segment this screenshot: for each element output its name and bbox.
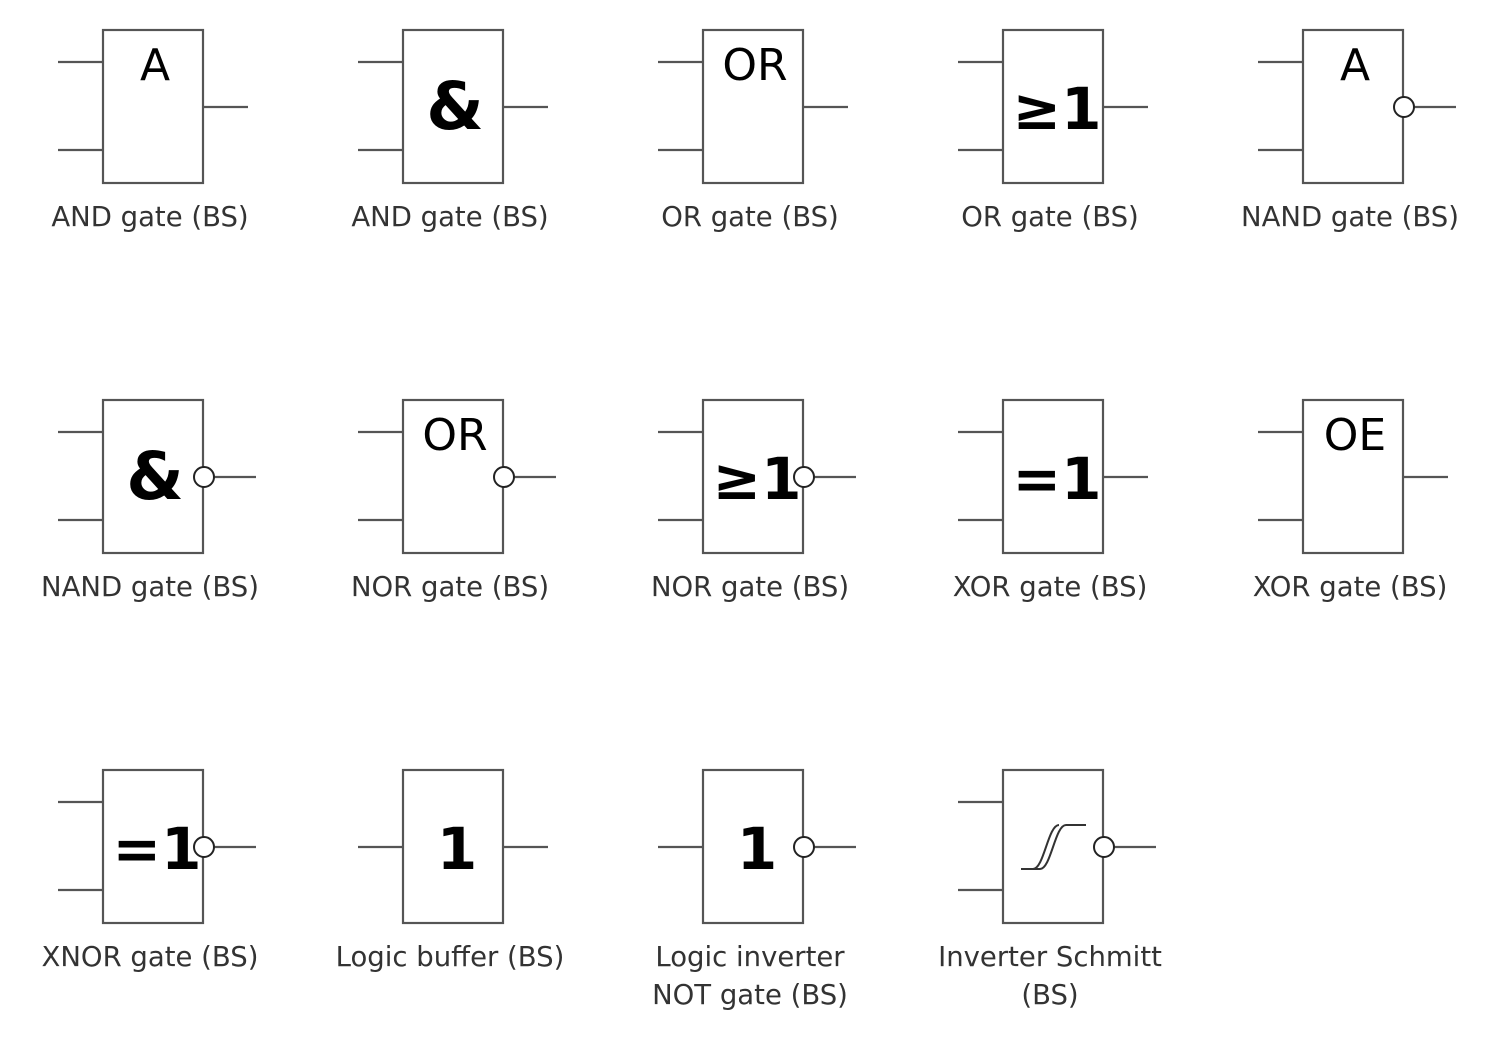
gate-symbol-and-gate-bs-letter[interactable]: A (0, 0, 300, 200)
symbol-caption: OR gate (BS) (961, 201, 1139, 233)
symbol-caption: Inverter Schmitt (BS) (938, 941, 1162, 1011)
gate-glyph: & (126, 438, 184, 515)
gate-body (101, 768, 205, 925)
schmitt-hysteresis-icon (1021, 824, 1086, 870)
gate-body (1001, 398, 1105, 555)
gate-body (401, 28, 505, 185)
inversion-bubble-icon (193, 836, 215, 858)
inversion-bubble-icon (793, 836, 815, 858)
inversion-bubble-icon (793, 466, 815, 488)
gate-glyph: 1 (437, 815, 477, 883)
symbol-caption: NAND gate (BS) (41, 571, 259, 603)
gate-symbol-or-gate-bs-letters[interactable]: OR (600, 0, 900, 200)
symbol-cell-and-gate-bs-ampersand[interactable]: & AND gate (BS) (300, 0, 600, 370)
gate-glyph: =1 (1013, 445, 1102, 513)
gate-glyph: 1 (737, 815, 777, 883)
gate-symbol-nand-gate-bs-letter[interactable]: A (1200, 0, 1500, 200)
gate-symbol-logic-inverter-not-gate-bs[interactable]: 1 (600, 740, 900, 940)
gate-glyph: ≥1 (1013, 75, 1102, 143)
gate-body (101, 398, 205, 555)
gate-symbol-xnor-gate-bs-eq1[interactable]: =1 (0, 740, 300, 940)
gate-symbol-and-gate-bs-ampersand[interactable]: & (300, 0, 600, 200)
gate-body (701, 398, 805, 555)
symbol-caption: NAND gate (BS) (1241, 201, 1459, 233)
symbol-caption: NOR gate (BS) (650, 571, 850, 603)
symbol-caption: AND gate (BS) (351, 201, 549, 233)
gate-body (1001, 28, 1105, 185)
symbol-caption: XNOR gate (BS) (41, 941, 259, 973)
symbol-caption: Logic inverter NOT gate (BS) (652, 941, 848, 1011)
inversion-bubble-icon (493, 466, 515, 488)
gate-glyph: OR (422, 410, 487, 461)
gate-symbol-nor-gate-bs-ge1[interactable]: ≥1 (600, 370, 900, 570)
gate-symbol-inverter-schmitt-bs[interactable] (900, 740, 1200, 940)
symbol-cell-inverter-schmitt-bs[interactable]: Inverter Schmitt (BS) (900, 740, 1200, 1047)
symbol-cell-xor-gate-bs-oe[interactable]: OE XOR gate (BS) (1200, 370, 1500, 740)
gate-symbol-nor-gate-bs-letters[interactable]: OR (300, 370, 600, 570)
symbol-caption: AND gate (BS) (51, 201, 249, 233)
symbol-cell-or-gate-bs-ge1[interactable]: ≥1 OR gate (BS) (900, 0, 1200, 370)
symbol-cell-nor-gate-bs-letters[interactable]: OR NOR gate (BS) (300, 370, 600, 740)
symbol-cell-nand-gate-bs-letter[interactable]: A NAND gate (BS) (1200, 0, 1500, 370)
gate-symbol-xor-gate-bs-eq1[interactable]: =1 (900, 370, 1200, 570)
gate-body (101, 28, 205, 185)
symbol-cell-or-gate-bs-letters[interactable]: OR OR gate (BS) (600, 0, 900, 370)
symbol-cell-and-gate-bs-letter[interactable]: A AND gate (BS) (0, 0, 300, 370)
symbol-caption: XOR gate (BS) (952, 571, 1148, 603)
gate-symbol-nand-gate-bs-ampersand[interactable]: & (0, 370, 300, 570)
symbol-caption: Logic buffer (BS) (335, 941, 565, 973)
symbol-caption: OR gate (BS) (661, 201, 839, 233)
symbol-cell-nand-gate-bs-ampersand[interactable]: & NAND gate (BS) (0, 370, 300, 740)
gate-symbol-or-gate-bs-ge1[interactable]: ≥1 (900, 0, 1200, 200)
gate-glyph: OE (1324, 410, 1386, 461)
gate-body (701, 768, 805, 925)
gate-glyph: A (1340, 40, 1370, 91)
symbol-caption: XOR gate (BS) (1252, 571, 1448, 603)
gate-glyph: ≥1 (713, 445, 802, 513)
gate-glyph: A (140, 40, 170, 91)
symbol-caption: NOR gate (BS) (350, 571, 550, 603)
symbol-row-1: A AND gate (BS) & AND gate (BS) OR OR gate (B… (0, 0, 1500, 370)
inversion-bubble-icon (1393, 96, 1415, 118)
gate-symbol-xor-gate-bs-oe[interactable]: OE (1200, 370, 1500, 570)
gate-body (401, 768, 505, 925)
gate-glyph: =1 (113, 815, 202, 883)
inversion-bubble-icon (193, 466, 215, 488)
gate-symbol-logic-buffer-bs[interactable]: 1 (300, 740, 600, 940)
gate-glyph: & (426, 68, 484, 145)
gate-glyph: OR (722, 40, 787, 91)
inversion-bubble-icon (1093, 836, 1115, 858)
